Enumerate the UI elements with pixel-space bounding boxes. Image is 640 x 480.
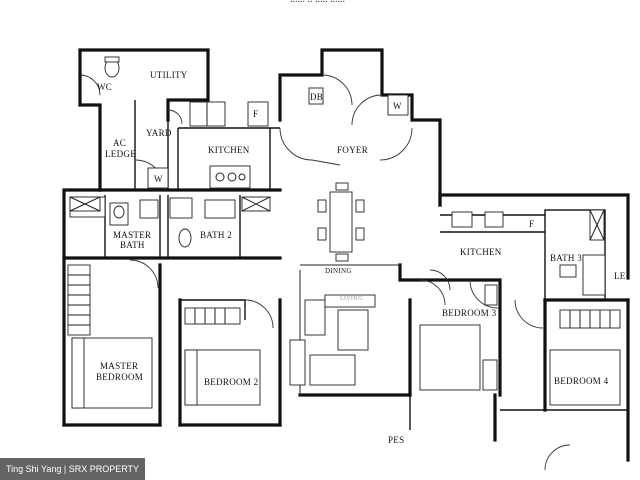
label-wc: WC (97, 82, 112, 92)
label-bedroom2: BEDROOM 2 (204, 377, 258, 387)
label-master-bath-2: BATH (120, 240, 145, 250)
label-bath2: BATH 2 (200, 230, 232, 240)
label-kitchen-left: KITCHEN (208, 145, 250, 155)
watermark: Ting Shi Yang | SRX PROPERTY (0, 458, 146, 480)
top-caption: ...... .. ..... ...... (290, 0, 345, 5)
label-bedroom4: BEDROOM 4 (554, 376, 609, 386)
label-pes: PES (388, 435, 404, 445)
label-f-top: F (253, 109, 258, 119)
label-ac-ledge-1: AC (113, 138, 126, 148)
doors (79, 74, 571, 471)
fixtures (67, 56, 621, 442)
label-le: LE (614, 271, 626, 281)
label-dining: DINING (325, 267, 352, 275)
room-labels: WC UTILITY DB W YARD KITCHEN FOYER AC LE… (96, 70, 626, 445)
label-f-right: F (529, 219, 534, 229)
label-ac-ledge-2: LEDGE (105, 149, 136, 159)
label-w-top: W (393, 101, 402, 111)
label-yard: YARD (146, 128, 172, 138)
label-master-bath-1: MASTER (113, 230, 151, 240)
label-w-left: W (154, 174, 163, 184)
label-kitchen-right: KITCHEN (460, 247, 502, 257)
label-foyer: FOYER (337, 145, 368, 155)
label-bath3: BATH 3 (550, 253, 582, 263)
label-living: LIVING (340, 296, 363, 302)
label-utility: UTILITY (150, 70, 188, 80)
label-master-bedroom-1: MASTER (100, 361, 138, 371)
interior-walls (62, 100, 630, 427)
label-master-bedroom-2: BEDROOM (96, 372, 143, 382)
label-db: DB (310, 92, 323, 102)
label-bedroom3: BEDROOM 3 (442, 308, 497, 318)
